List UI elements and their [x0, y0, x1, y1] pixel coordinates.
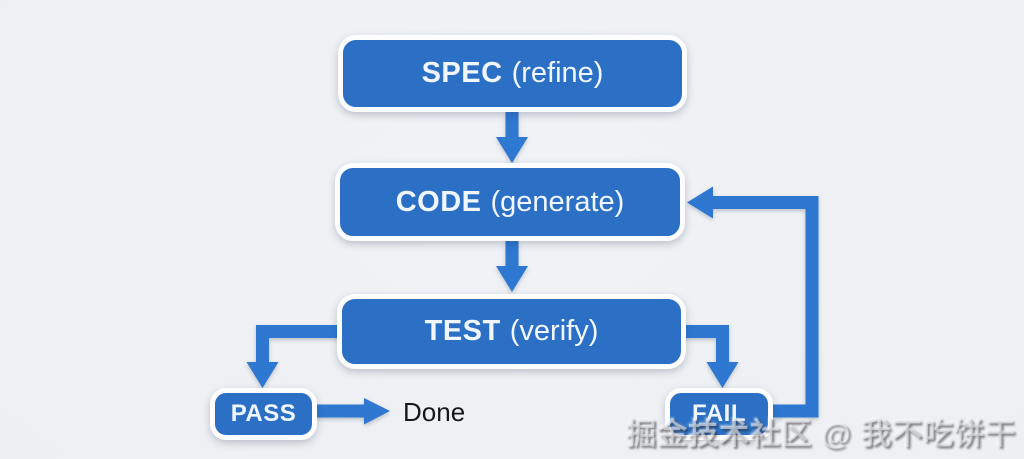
node-test-sublabel: (verify) — [509, 315, 599, 347]
node-spec-sublabel: (refine) — [511, 57, 604, 89]
arrow-test-to-fail — [683, 325, 739, 388]
node-fail: FAIL — [665, 388, 773, 440]
node-pass-label: PASS — [230, 400, 297, 427]
node-pass: PASS — [210, 388, 317, 440]
node-fail-label: FAIL — [692, 400, 746, 427]
arrow-pass-to-done — [315, 398, 390, 425]
watermark-text: 掘金技术社区 @ 我不吃饼干 — [626, 418, 1016, 451]
node-code-label: CODE — [395, 185, 482, 218]
node-spec: SPEC (refine) — [338, 35, 687, 112]
arrow-code-to-test — [496, 241, 528, 292]
arrow-fail-loop-to-code — [687, 186, 819, 418]
node-test-label: TEST — [424, 315, 501, 347]
arrow-test-to-pass — [246, 325, 342, 388]
node-code: CODE (generate) — [335, 163, 685, 241]
node-test: TEST (verify) — [337, 294, 686, 369]
node-spec-label: SPEC — [421, 57, 503, 89]
node-code-sublabel: (generate) — [490, 185, 625, 218]
done-label: Done — [403, 397, 466, 427]
arrow-spec-to-code — [496, 112, 528, 163]
